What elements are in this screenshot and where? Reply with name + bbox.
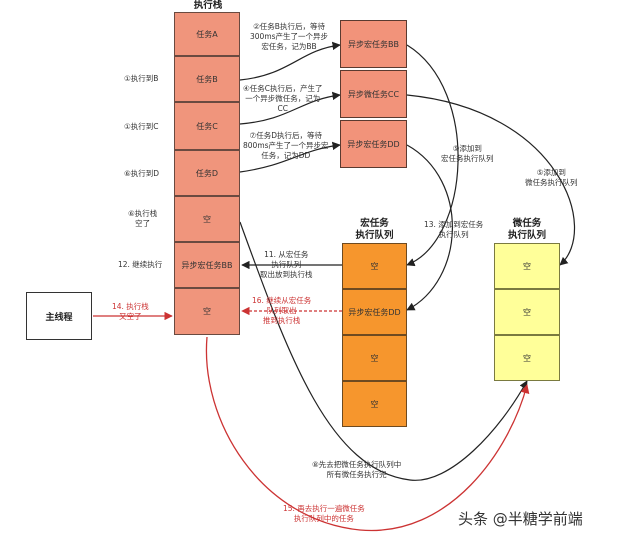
stack-title: 执行栈 <box>193 0 223 11</box>
arrow-cc-to-micro <box>406 94 575 266</box>
async-macro-task-bb: 异步宏任务BB <box>340 20 407 68</box>
async-micro-task-cc: 异步微任务CC <box>340 70 407 118</box>
micro-queue-title: 微任务 执行队列 <box>507 218 546 241</box>
stack-cell-empty-2: 空 <box>174 288 240 335</box>
micro-queue-cell-1: 空 <box>494 243 560 289</box>
arrow-b-to-bb <box>239 41 341 81</box>
note-11-take-macro: 11. 从宏任务 执行队列 取出放到执行栈 <box>260 250 313 279</box>
note-exec-d: ⑥执行到D <box>124 169 159 178</box>
note-task-b-result: ②任务B执行后，等待 300ms产生了一个异步 宏任务，记为BB <box>250 22 329 51</box>
note-flush-micro: ⑧先去把微任务执行队列中 所有微任务执行完 <box>312 460 402 479</box>
note-add-macro: ⑤添加到 宏任务执行队列 <box>441 144 494 163</box>
macro-queue-cell-2: 异步宏任务DD <box>342 289 407 335</box>
macro-queue-cell-1: 空 <box>342 243 407 289</box>
note-task-d-result: ⑦任务D执行后，等待 800ms产生了一个异步宏 任务，记为DD <box>243 131 329 160</box>
macro-queue-cell-4: 空 <box>342 381 407 427</box>
stack-cell-macro-bb: 异步宏任务BB <box>174 242 240 288</box>
arrow-c-to-cc <box>239 91 341 125</box>
note-16-continue-macro: 16. 继续从宏任务 队列取出 推到执行栈 <box>252 296 312 325</box>
note-stack-empty: ⑥执行栈 空了 <box>128 209 158 228</box>
note-continue: 12. 继续执行 <box>118 260 163 269</box>
stack-cell-task-d: 任务D <box>174 150 240 196</box>
note-exec-b: ①执行到B <box>124 74 159 83</box>
main-thread-box: 主线程 <box>26 292 92 340</box>
arrow-stack-to-micro-again <box>205 336 530 532</box>
micro-queue-cell-3: 空 <box>494 335 560 381</box>
arrow-dd-to-macro <box>406 144 453 311</box>
stack-cell-empty-1: 空 <box>174 196 240 242</box>
note-exec-c: ①执行到C <box>124 122 159 131</box>
macro-queue-cell-3: 空 <box>342 335 407 381</box>
note-13-add-macro: 13. 添加到宏任务 执行队列 <box>424 220 484 239</box>
stack-cell-task-c: 任务C <box>174 102 240 150</box>
note-task-c-result: ④任务C执行后，产生了 一个异步微任务，记为 CC <box>243 84 323 113</box>
watermark: 头条 @半糖学前端 <box>458 508 583 529</box>
note-add-micro: ⑤添加到 微任务执行队列 <box>525 168 578 187</box>
stack-cell-task-b: 任务B <box>174 56 240 102</box>
watermark-text: 头条 @半糖学前端 <box>458 510 583 528</box>
arrow-bb-to-macro <box>406 44 459 267</box>
micro-queue-cell-2: 空 <box>494 289 560 335</box>
stack-cell-task-a: 任务A <box>174 12 240 56</box>
macro-queue-title: 宏任务 执行队列 <box>355 218 394 241</box>
note-15-run-micro-again: 15. 再去执行一遍微任务 执行队列中的任务 <box>283 504 365 523</box>
note-stack-empty-again: 14. 执行栈 又空了 <box>112 302 149 321</box>
async-macro-task-dd: 异步宏任务DD <box>340 120 407 168</box>
arrow-stack-to-micro-flush <box>239 221 528 481</box>
arrow-d-to-dd <box>239 141 341 173</box>
